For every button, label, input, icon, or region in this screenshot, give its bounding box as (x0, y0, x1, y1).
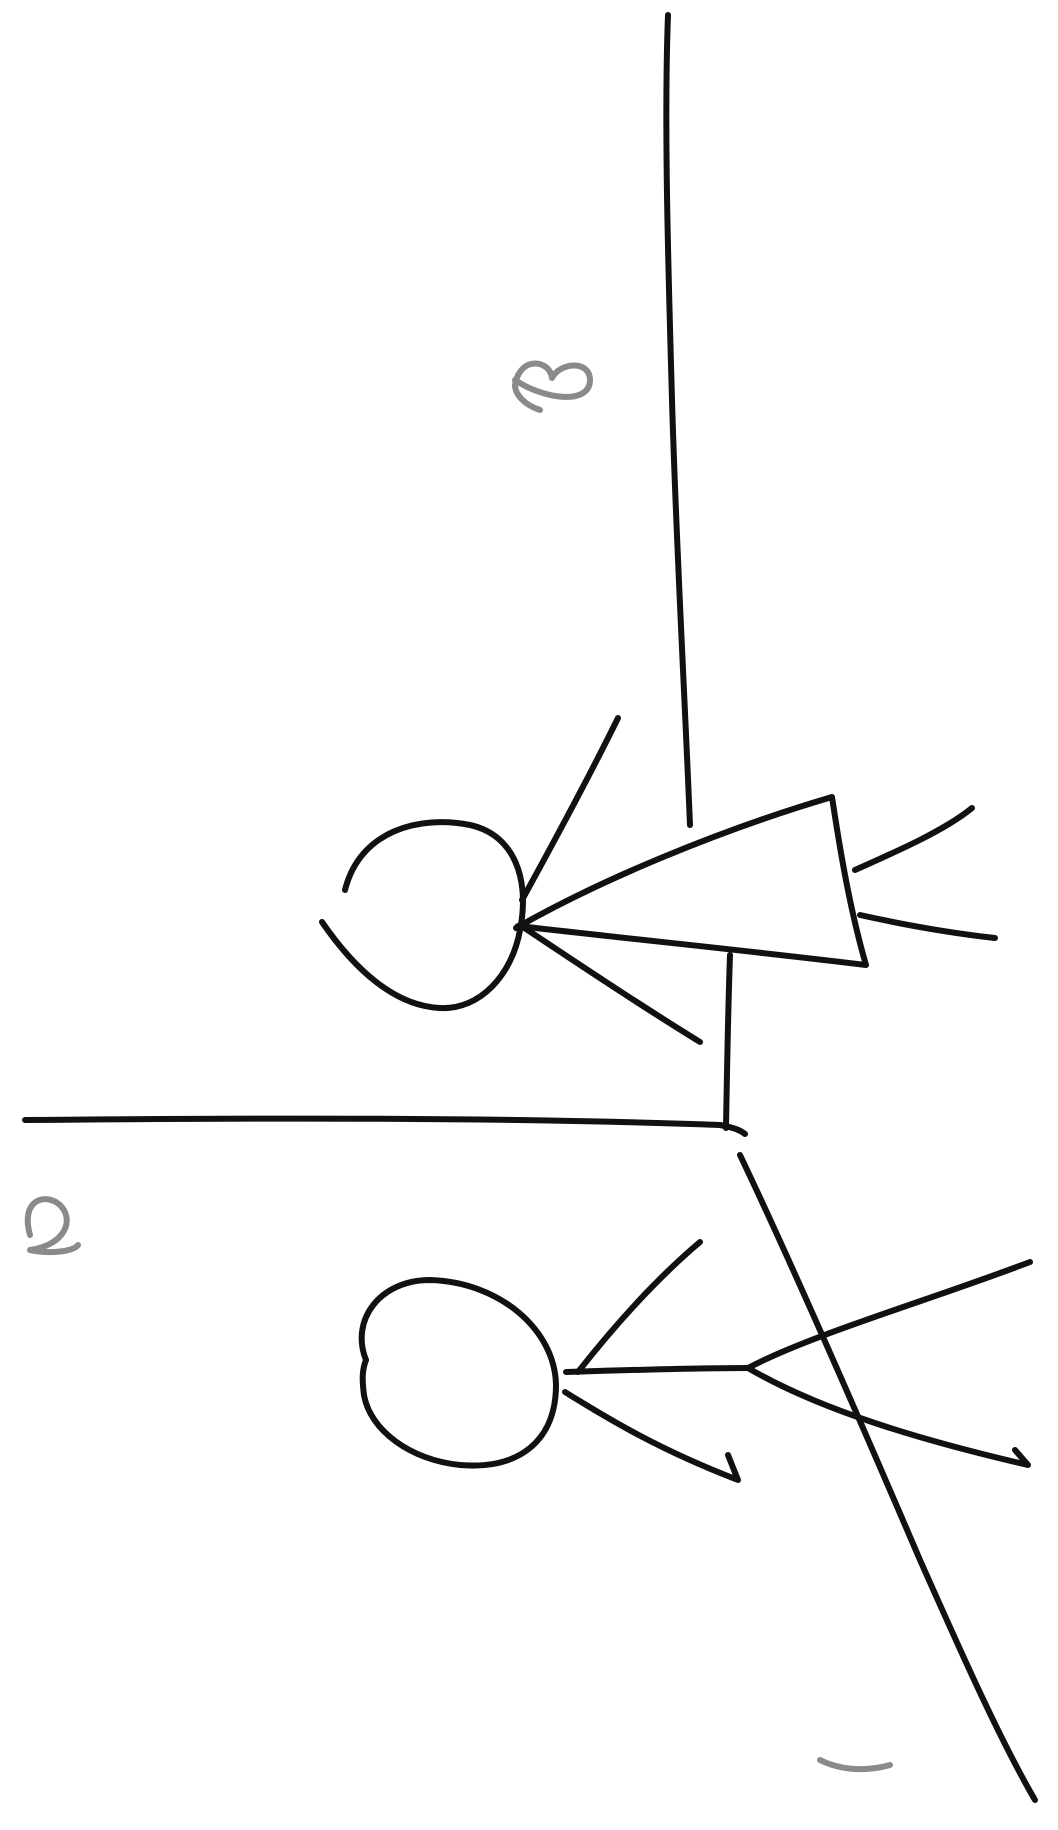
line-1 (740, 1155, 1035, 1800)
lower-figure-arm-top (578, 1242, 700, 1372)
stick-figure-lower (362, 1242, 1030, 1480)
lower-figure-leg-bottom (748, 1368, 1028, 1465)
line-2 (25, 1119, 745, 1134)
label-3 (515, 363, 590, 410)
lower-figure-body (566, 1368, 748, 1372)
lower-figure-leg-top (748, 1262, 1030, 1368)
lower-figure-head (362, 1280, 556, 1466)
lower-figure-arm-bottom (565, 1392, 738, 1480)
upper-figure-leg-bottom (860, 915, 995, 938)
upper-figure-head (322, 822, 523, 1008)
line-3 (666, 15, 690, 825)
label-2 (28, 1199, 78, 1252)
upper-figure-arm-top (522, 718, 618, 900)
line-2-connector (726, 955, 730, 1128)
upper-figure-leg-top (855, 808, 972, 870)
stick-figure-upper (322, 718, 995, 1042)
